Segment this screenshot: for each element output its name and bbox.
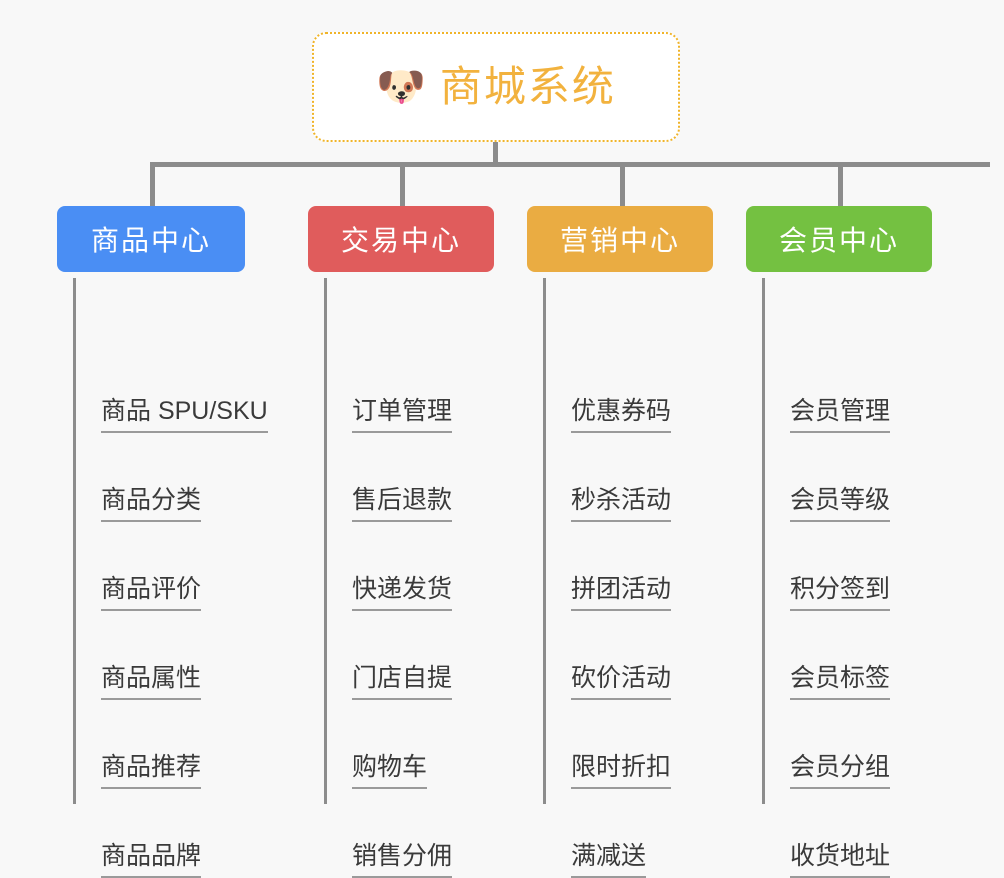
branch-header-4[interactable]: 会员中心 xyxy=(746,206,932,272)
list-item-label: 秒杀活动 xyxy=(571,487,672,522)
root-node[interactable]: 🐶 商城系统 xyxy=(312,32,680,142)
branch-header-1[interactable]: 商品中心 xyxy=(57,206,245,272)
branch-children-3: 优惠券码 秒杀活动 拼团活动 砍价活动 限时折扣 满减送 xyxy=(527,272,713,878)
list-item[interactable]: 订单管理 xyxy=(308,344,494,433)
branch-header-3[interactable]: 营销中心 xyxy=(527,206,713,272)
list-item-label: 商品 SPU/SKU xyxy=(101,398,268,433)
branch-rail-2 xyxy=(324,278,327,804)
list-item-label: 商品属性 xyxy=(101,665,202,700)
dog-face-emoji: 🐶 xyxy=(376,65,426,109)
list-item[interactable]: 砍价活动 xyxy=(527,611,713,700)
connector-drop-2 xyxy=(400,162,405,208)
list-item[interactable]: 会员管理 xyxy=(746,344,932,433)
list-item-label: 商品分类 xyxy=(101,487,202,522)
list-item[interactable]: 会员分组 xyxy=(746,700,932,789)
list-item-label: 积分签到 xyxy=(790,576,891,611)
list-item-label: 拼团活动 xyxy=(571,576,672,611)
branch-member-center: 会员中心 会员管理 会员等级 积分签到 会员标签 会员分组 收货地址 xyxy=(746,206,932,878)
branch-trade-center: 交易中心 订单管理 售后退款 快递发货 门店自提 购物车 销售分佣 xyxy=(308,206,494,878)
list-item-label: 售后退款 xyxy=(352,487,453,522)
connector-drop-4 xyxy=(838,162,843,208)
list-item[interactable]: 快递发货 xyxy=(308,522,494,611)
list-item[interactable]: 限时折扣 xyxy=(527,700,713,789)
connector-drop-1 xyxy=(150,162,155,208)
list-item[interactable]: 商品分类 xyxy=(57,433,245,522)
branch-children-1: 商品 SPU/SKU 商品分类 商品评价 商品属性 商品推荐 商品品牌 xyxy=(57,272,268,878)
list-item[interactable]: 销售分佣 xyxy=(308,789,494,878)
list-item-label: 收货地址 xyxy=(790,843,891,878)
list-item[interactable]: 秒杀活动 xyxy=(527,433,713,522)
list-item-label: 会员分组 xyxy=(790,754,891,789)
list-item[interactable]: 门店自提 xyxy=(308,611,494,700)
list-item[interactable]: 积分签到 xyxy=(746,522,932,611)
list-item-label: 商品推荐 xyxy=(101,754,202,789)
branch-header-label-3: 营销中心 xyxy=(559,225,680,256)
list-item[interactable]: 商品评价 xyxy=(57,522,245,611)
list-item-label: 门店自提 xyxy=(352,665,453,700)
list-item-label: 优惠券码 xyxy=(571,398,672,433)
list-item[interactable]: 收货地址 xyxy=(746,789,932,878)
list-item[interactable]: 会员标签 xyxy=(746,611,932,700)
list-item-label: 商品评价 xyxy=(101,576,202,611)
list-item-label: 会员管理 xyxy=(790,398,891,433)
list-item-label: 订单管理 xyxy=(352,398,453,433)
list-item[interactable]: 售后退款 xyxy=(308,433,494,522)
list-item[interactable]: 商品推荐 xyxy=(57,700,245,789)
connector-root-stem xyxy=(493,142,498,165)
list-item-label: 会员标签 xyxy=(790,665,891,700)
list-item-label: 砍价活动 xyxy=(571,665,672,700)
branch-header-label-2: 交易中心 xyxy=(340,225,461,256)
list-item-label: 限时折扣 xyxy=(571,754,672,789)
list-item-label: 购物车 xyxy=(352,754,428,789)
list-item[interactable]: 商品品牌 xyxy=(57,789,245,878)
branch-children-2: 订单管理 售后退款 快递发货 门店自提 购物车 销售分佣 xyxy=(308,272,494,878)
list-item-label: 快递发货 xyxy=(352,576,453,611)
root-title: 商城系统 xyxy=(439,63,616,110)
branch-product-center: 商品中心 商品 SPU/SKU 商品分类 商品评价 商品属性 商品推荐 商品品牌 xyxy=(57,206,268,878)
branch-marketing-center: 营销中心 优惠券码 秒杀活动 拼团活动 砍价活动 限时折扣 满减送 xyxy=(527,206,713,878)
list-item[interactable]: 满减送 xyxy=(527,789,713,878)
branch-rail-1 xyxy=(73,278,76,804)
branch-header-2[interactable]: 交易中心 xyxy=(308,206,494,272)
connector-drop-3 xyxy=(620,162,625,208)
list-item[interactable]: 优惠券码 xyxy=(527,344,713,433)
list-item[interactable]: 拼团活动 xyxy=(527,522,713,611)
list-item[interactable]: 购物车 xyxy=(308,700,494,789)
branch-rail-3 xyxy=(543,278,546,804)
list-item[interactable]: 商品 SPU/SKU xyxy=(57,344,268,433)
branch-header-label-1: 商品中心 xyxy=(90,225,211,256)
list-item[interactable]: 商品属性 xyxy=(57,611,245,700)
list-item-label: 会员等级 xyxy=(790,487,891,522)
list-item-label: 满减送 xyxy=(571,843,647,878)
list-item-label: 销售分佣 xyxy=(352,843,453,878)
connector-horizontal-bus xyxy=(150,162,990,167)
branch-header-label-4: 会员中心 xyxy=(778,225,899,256)
mindmap-canvas: 🐶 商城系统 商品中心 商品 SPU/SKU 商品分类 商品评价 商品属性 商品… xyxy=(57,32,990,878)
list-item[interactable]: 会员等级 xyxy=(746,433,932,522)
list-item-label: 商品品牌 xyxy=(101,843,202,878)
branch-children-4: 会员管理 会员等级 积分签到 会员标签 会员分组 收货地址 xyxy=(746,272,932,878)
branch-rail-4 xyxy=(762,278,765,804)
